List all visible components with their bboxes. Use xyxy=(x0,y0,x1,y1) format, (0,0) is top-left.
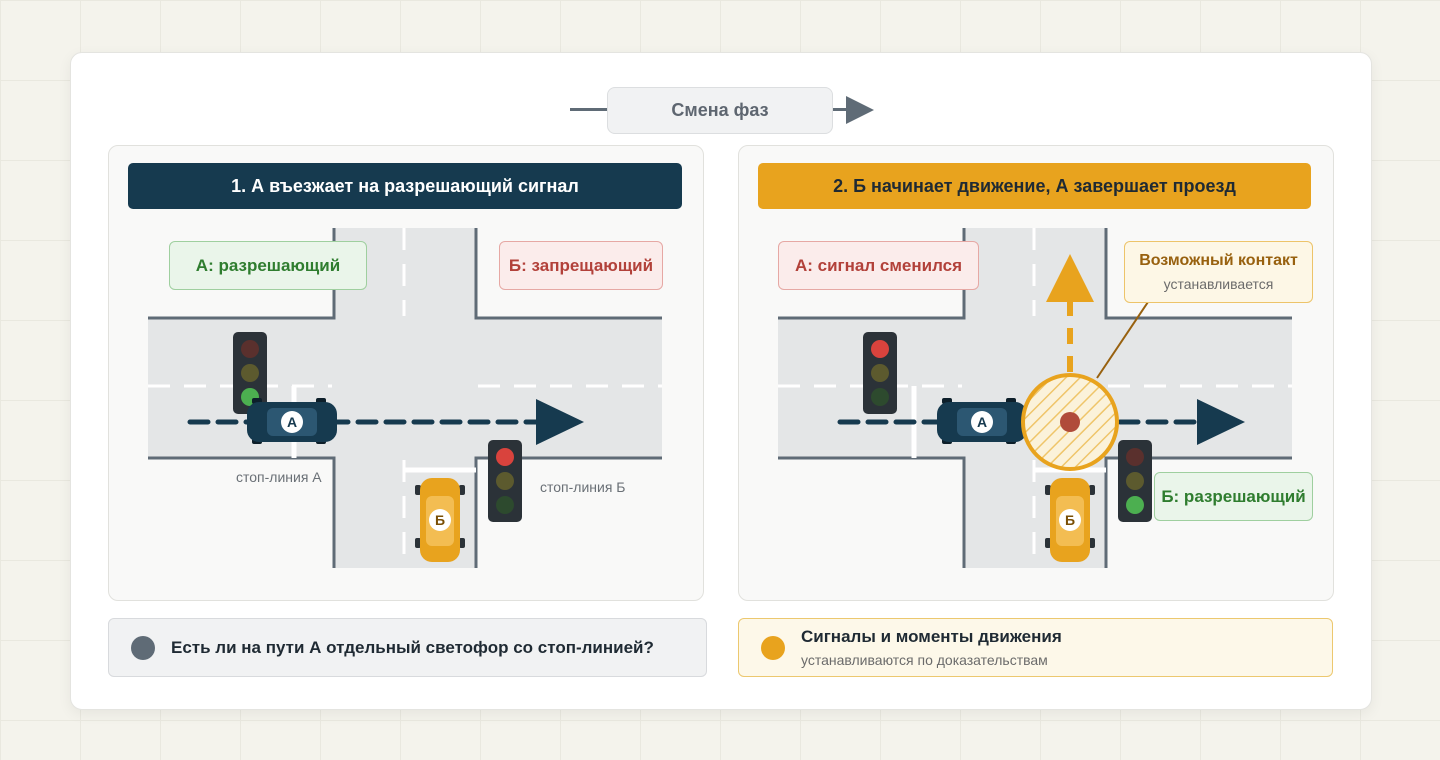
car-b-label: Б xyxy=(1065,512,1075,528)
contact-zone xyxy=(1021,373,1119,471)
question-text: Есть ли на пути А отдельный светофор со … xyxy=(171,637,654,657)
stop-line-a-label: стоп-линия А xyxy=(236,469,322,485)
traffic-light-a xyxy=(863,332,897,414)
contact-callout: Возможный контакт устанавливается xyxy=(1124,241,1313,303)
path-arrow-b-icon xyxy=(1046,254,1094,302)
path-arrow-a-icon xyxy=(1197,399,1245,445)
bullet-dot-icon xyxy=(131,635,155,660)
car-b-label: Б xyxy=(435,512,445,528)
info-subtitle: устанавливаются по доказательствам xyxy=(801,652,1048,668)
panel-2-title: 2. Б начинает движение, А завершает прое… xyxy=(758,163,1311,209)
bullet-dot-icon xyxy=(761,635,785,660)
car-a-label: А xyxy=(287,414,297,430)
intersection-scene-2: Б А xyxy=(778,228,1292,568)
panel-1-title: 1. А въезжает на разрешающий сигнал xyxy=(128,163,682,209)
car-b: Б xyxy=(1045,478,1095,562)
car-b: Б xyxy=(415,478,465,562)
callout-pointer xyxy=(1096,301,1149,379)
signal-label-b: Б: запрещающий xyxy=(499,241,663,290)
traffic-light-b xyxy=(488,440,522,522)
phase-connector-line xyxy=(830,108,850,111)
intersection-scene-1: А Б xyxy=(148,228,662,568)
info-box: Сигналы и моменты движения устанавливают… xyxy=(738,618,1333,677)
signal-label-a: А: сигнал сменился xyxy=(778,241,979,290)
phase-change-label: Смена фаз xyxy=(607,87,833,134)
question-box: Есть ли на пути А отдельный светофор со … xyxy=(108,618,707,677)
contact-callout-title: Возможный контакт xyxy=(1139,252,1298,269)
info-title: Сигналы и моменты движения xyxy=(801,627,1062,646)
car-a: А xyxy=(937,398,1027,444)
signal-label-b: Б: разрешающий xyxy=(1154,472,1313,521)
arrow-right-icon xyxy=(846,96,874,124)
stop-line-b-label: стоп-линия Б xyxy=(540,479,626,495)
car-a: А xyxy=(247,398,337,444)
phase-connector-line xyxy=(570,108,610,111)
traffic-light-b xyxy=(1118,440,1152,522)
signal-label-a: А: разрешающий xyxy=(169,241,367,290)
car-a-label: А xyxy=(977,414,987,430)
contact-callout-subtitle: устанавливается xyxy=(1163,276,1274,292)
path-arrow-a-icon xyxy=(536,399,584,445)
traffic-light-a xyxy=(233,332,267,414)
